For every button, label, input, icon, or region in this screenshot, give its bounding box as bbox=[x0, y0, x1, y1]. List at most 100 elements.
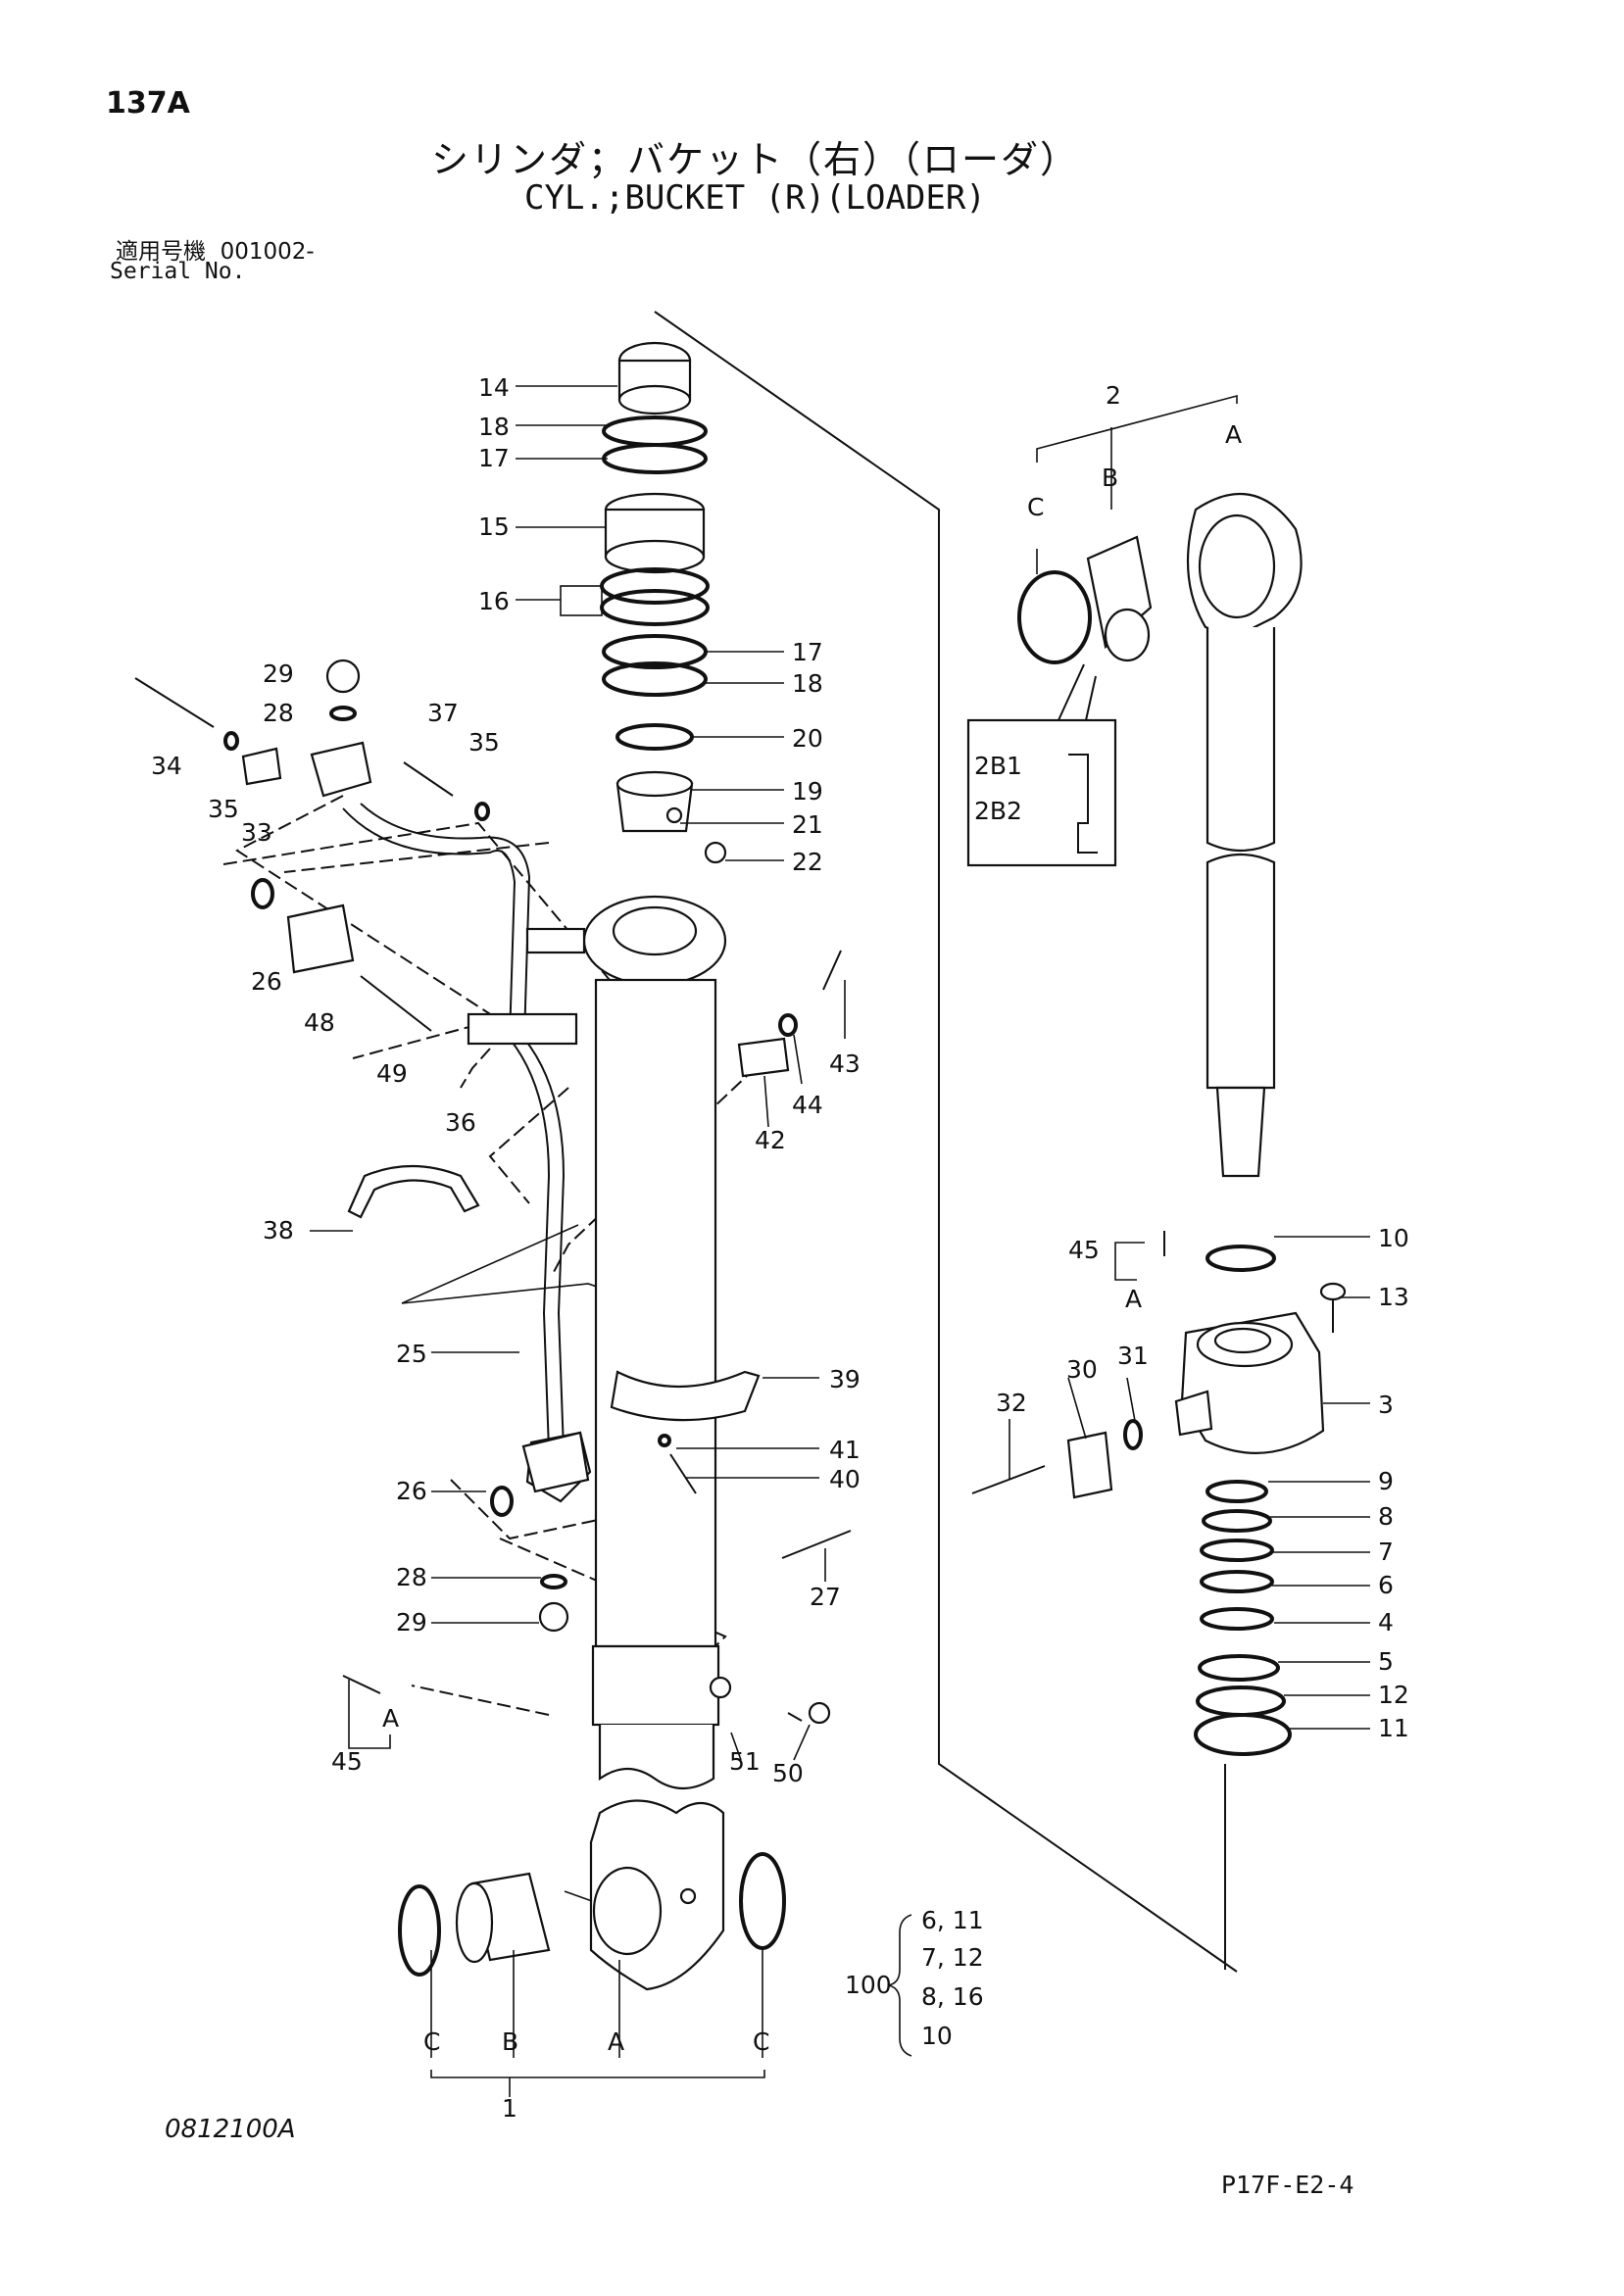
part-42-clamp-half bbox=[737, 1037, 790, 1078]
leader-45-left bbox=[348, 1680, 391, 1749]
part-29-plug-top bbox=[325, 659, 361, 694]
part-26-oring-upper bbox=[251, 878, 274, 909]
part-25-pipe-inner bbox=[360, 803, 566, 1451]
serial-value: 001002- bbox=[220, 239, 315, 265]
part-26-oring-lower bbox=[490, 1486, 514, 1517]
seal-ring-right bbox=[739, 1852, 786, 1950]
callout-36: 36 bbox=[445, 1108, 476, 1137]
title-english: CYL.;BUCKET (R)(LOADER) bbox=[524, 178, 986, 218]
serial-label-en: Serial No. bbox=[110, 259, 246, 284]
rod-eye-bore bbox=[1198, 513, 1276, 619]
pin-bushing-face bbox=[455, 1881, 494, 1964]
leader-42 bbox=[763, 1075, 769, 1128]
callout-35-right: 35 bbox=[468, 728, 500, 757]
callout-c-bottom-left: C bbox=[423, 2027, 440, 2056]
callout-33: 33 bbox=[241, 818, 272, 847]
clevis-eye bbox=[592, 1866, 663, 1956]
callout-29: 29 bbox=[263, 659, 294, 688]
drawing-code: 0812100A bbox=[165, 2115, 296, 2144]
dash-guide-3 bbox=[235, 795, 501, 1059]
callout-27: 27 bbox=[810, 1583, 841, 1611]
callout-16: 16 bbox=[478, 587, 510, 615]
callout-c-top: C bbox=[1027, 493, 1044, 521]
callout-17b: 17 bbox=[792, 638, 823, 666]
callout-50: 50 bbox=[772, 1759, 804, 1787]
detail-2B-leader-2 bbox=[1085, 675, 1097, 721]
callout-6: 6 bbox=[1378, 1571, 1394, 1599]
tube-bore bbox=[612, 905, 698, 956]
callout-17: 17 bbox=[478, 444, 510, 472]
part-5-ring bbox=[1198, 1654, 1280, 1682]
rod-assembly bbox=[966, 394, 1303, 1272]
flange-blocks bbox=[134, 659, 852, 1725]
callout-34: 34 bbox=[151, 752, 182, 780]
part-31-oring bbox=[1123, 1419, 1143, 1450]
part-50-plug bbox=[808, 1701, 831, 1725]
tube-body bbox=[594, 978, 717, 1648]
kit-line-3: 8, 16 bbox=[921, 1982, 984, 2011]
kit-line-1: 6, 11 bbox=[921, 1906, 984, 1934]
dash-guide-2 bbox=[222, 821, 620, 993]
dash-guide bbox=[283, 842, 550, 873]
callout-a-left: A bbox=[382, 1704, 399, 1733]
callout-25: 25 bbox=[396, 1340, 427, 1368]
title-japanese: シリンダ；バケット（右）（ローダ） bbox=[431, 138, 1080, 181]
callout-2B2: 2B2 bbox=[974, 797, 1022, 825]
leader-31 bbox=[1126, 1377, 1136, 1422]
head-clevis bbox=[398, 1799, 786, 2097]
callout-18: 18 bbox=[478, 413, 510, 441]
part-43-bolt bbox=[822, 950, 842, 991]
sheet-code: P17F-E2-4 bbox=[1221, 2171, 1354, 2199]
part-28-oring-lower bbox=[540, 1574, 567, 1589]
callout-7: 7 bbox=[1378, 1538, 1394, 1566]
callout-19: 19 bbox=[792, 777, 823, 806]
callout-28: 28 bbox=[263, 699, 294, 727]
cylinder-tube bbox=[582, 895, 732, 1789]
part-27-bolt bbox=[781, 1530, 852, 1559]
part-7-ring bbox=[1200, 1539, 1274, 1562]
part-17-ring-top bbox=[602, 443, 708, 474]
outline-lines bbox=[222, 311, 1238, 1973]
callout-5: 5 bbox=[1378, 1647, 1394, 1676]
part-16-ring-b bbox=[600, 589, 710, 626]
callout-12: 12 bbox=[1378, 1681, 1409, 1709]
callout-48: 48 bbox=[304, 1008, 335, 1037]
part-39-clamp bbox=[610, 1370, 761, 1422]
callout-28b: 28 bbox=[396, 1563, 427, 1591]
callout-11: 11 bbox=[1378, 1714, 1409, 1742]
callout-22: 22 bbox=[792, 848, 823, 876]
part1-bracket bbox=[430, 2070, 765, 2078]
dash-guide-8 bbox=[499, 1538, 727, 1647]
callout-13: 13 bbox=[1378, 1283, 1409, 1311]
part-8-ring bbox=[1202, 1509, 1272, 1533]
part-33-clamp-half bbox=[241, 747, 282, 786]
rod-upper bbox=[1206, 627, 1276, 853]
part-2-bracket bbox=[1036, 394, 1238, 463]
part-44-washer bbox=[778, 1013, 798, 1037]
callout-3: 3 bbox=[1378, 1391, 1394, 1419]
leader-16-box bbox=[560, 585, 603, 616]
part-4-ring bbox=[1200, 1607, 1274, 1631]
callout-39: 39 bbox=[829, 1365, 861, 1393]
part-19-nut-top bbox=[615, 770, 694, 798]
dash-guide-5 bbox=[488, 1087, 569, 1204]
leader-50 bbox=[793, 1724, 811, 1761]
callout-49: 49 bbox=[376, 1059, 408, 1088]
seal-kit: 100 6, 11 7, 12 8, 16 10 bbox=[845, 1906, 984, 2057]
leader-lines bbox=[310, 385, 1370, 1761]
rod-thread bbox=[1215, 1086, 1266, 1178]
callout-c-bottom-right: C bbox=[753, 2027, 769, 2056]
callout-41: 41 bbox=[829, 1436, 861, 1464]
callout-b-top: B bbox=[1102, 464, 1118, 492]
callout-labels: 14 18 17 15 16 17 18 20 19 21 22 29 28 3… bbox=[151, 373, 1409, 2123]
clevis-grease-port bbox=[679, 1887, 697, 1905]
callout-a-top: A bbox=[1225, 420, 1242, 449]
callout-20: 20 bbox=[792, 724, 823, 753]
callout-44: 44 bbox=[792, 1091, 823, 1119]
bushing-leader bbox=[564, 1890, 593, 1902]
callout-45-left: 45 bbox=[331, 1747, 363, 1776]
gland-stack bbox=[600, 341, 727, 864]
callout-38: 38 bbox=[263, 1216, 294, 1245]
part-40-bolt bbox=[669, 1453, 697, 1494]
